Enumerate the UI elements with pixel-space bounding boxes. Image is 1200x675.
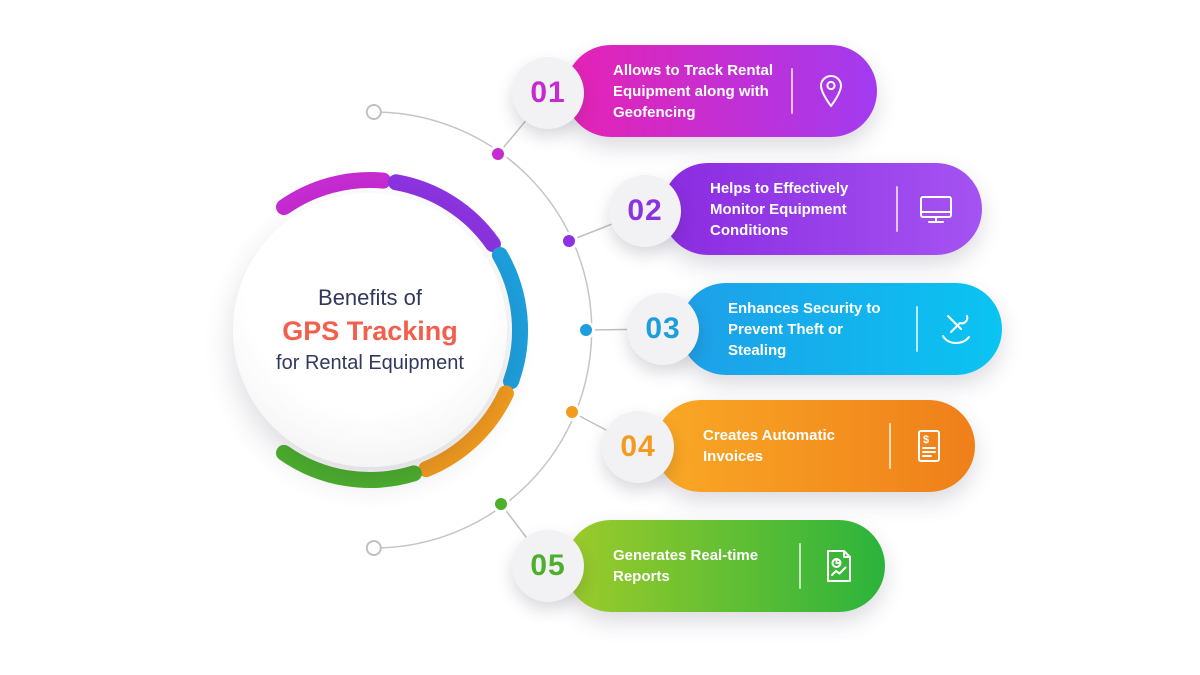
step-number-1: 01	[512, 57, 584, 129]
benefit-text-3: Enhances Security to Prevent Theft or St…	[728, 299, 881, 359]
step-number-5: 05	[512, 530, 584, 602]
pill-divider	[889, 423, 891, 469]
location-pin-icon	[807, 69, 855, 113]
ring-segment-5	[276, 444, 422, 488]
step-number-2: 02	[609, 175, 681, 247]
benefit-pill-1: Allows to Track Rental Equipment along w…	[565, 45, 877, 137]
benefit-pill-5: Generates Real-time Reports	[565, 520, 885, 612]
report-icon	[815, 544, 863, 588]
arc-dot-4	[563, 403, 581, 421]
arc-dot-2	[560, 232, 578, 250]
benefit-text-4: Creates Automatic Invoices	[703, 427, 835, 465]
title-line-3: for Rental Equipment	[276, 352, 464, 374]
pill-divider	[896, 186, 898, 232]
ring-segment-4	[418, 385, 514, 478]
arc-end-dot-top	[365, 104, 382, 120]
tools-hand-icon	[932, 307, 980, 351]
benefit-text-1: Allows to Track Rental Equipment along w…	[613, 61, 774, 121]
ring-segment-3	[491, 247, 529, 390]
pill-divider	[791, 68, 793, 114]
svg-text:$: $	[923, 434, 929, 446]
ring-segment-2	[388, 174, 501, 252]
step-number-4: 04	[602, 411, 674, 483]
central-title-circle: Benefits of GPS Tracking for Rental Equi…	[233, 193, 507, 467]
pill-divider	[916, 306, 918, 352]
title-line-2: GPS Tracking	[282, 316, 458, 346]
arc-end-dot-bottom	[365, 540, 382, 556]
arc-dot-3	[577, 321, 595, 339]
benefit-pill-4: Creates Automatic Invoices $	[655, 400, 975, 492]
title-line-1: Benefits of	[318, 285, 422, 310]
invoice-icon: $	[905, 424, 953, 468]
pill-divider	[799, 543, 801, 589]
arc-dot-5	[492, 495, 510, 513]
monitor-icon	[912, 187, 960, 231]
step-number-3: 03	[627, 293, 699, 365]
benefit-pill-2: Helps to Effectively Monitor Equipment C…	[662, 163, 982, 255]
arc-dot-1	[489, 145, 507, 163]
benefit-pill-3: Enhances Security to Prevent Theft or St…	[680, 283, 1002, 375]
benefit-text-5: Generates Real-time Reports	[613, 547, 759, 585]
ring-segment-1	[276, 172, 392, 216]
benefit-text-2: Helps to Effectively Monitor Equipment C…	[710, 179, 849, 239]
